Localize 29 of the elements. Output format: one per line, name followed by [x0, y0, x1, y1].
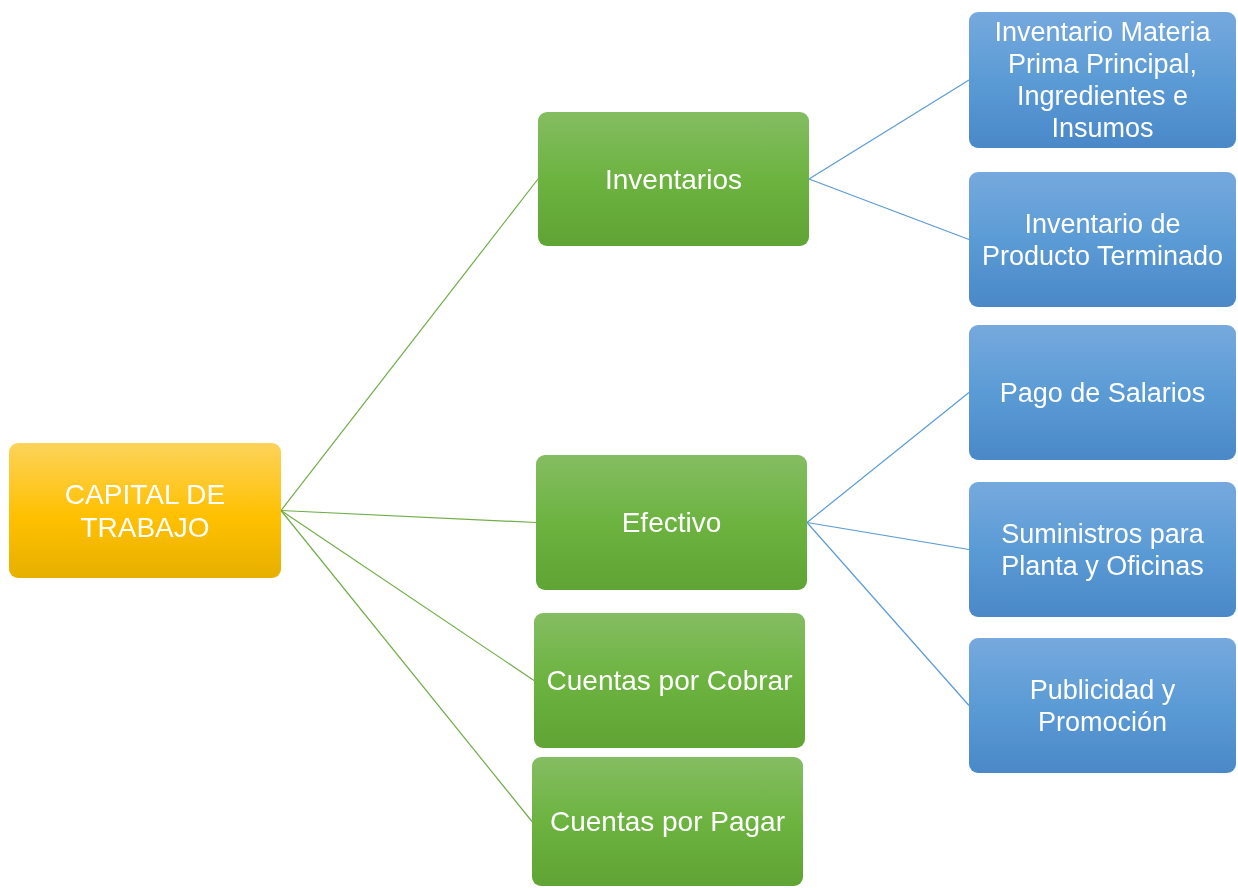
box-label: CAPITAL DE TRABAJO — [63, 477, 227, 544]
connector-line — [808, 178, 970, 241]
connector-line — [280, 509, 533, 823]
topic-box — [9, 443, 281, 578]
topic-box — [969, 12, 1236, 148]
connector-line — [808, 79, 970, 180]
box-label: Suministros para Planta y Oficinas — [1000, 517, 1205, 582]
box-label: Inventario Materia Prima Principal, Ingredientes e Insumos — [993, 16, 1212, 144]
connector-line — [280, 509, 535, 682]
connector-line — [280, 178, 539, 512]
box-label: Pago de Salarios — [999, 376, 1206, 409]
topic-box — [538, 112, 809, 246]
box-label: Cuentas por Cobrar — [546, 664, 793, 697]
connector-line — [806, 391, 970, 524]
connector-line — [280, 509, 537, 524]
topic-box — [534, 613, 805, 748]
box-label: Publicidad y Promoción — [1028, 673, 1177, 738]
topic-box — [969, 482, 1236, 617]
topic-box — [969, 325, 1236, 460]
connector-line — [806, 521, 970, 707]
topic-box — [969, 172, 1236, 307]
box-label: Cuentas por Pagar — [549, 805, 785, 838]
box-label: Efectivo — [621, 506, 722, 539]
connector-line — [806, 521, 970, 551]
box-label: Inventario de Producto Terminado — [980, 207, 1225, 272]
topic-box — [969, 638, 1236, 773]
topic-box — [532, 757, 803, 886]
box-label: Inventarios — [605, 162, 742, 196]
topic-box — [536, 455, 807, 590]
